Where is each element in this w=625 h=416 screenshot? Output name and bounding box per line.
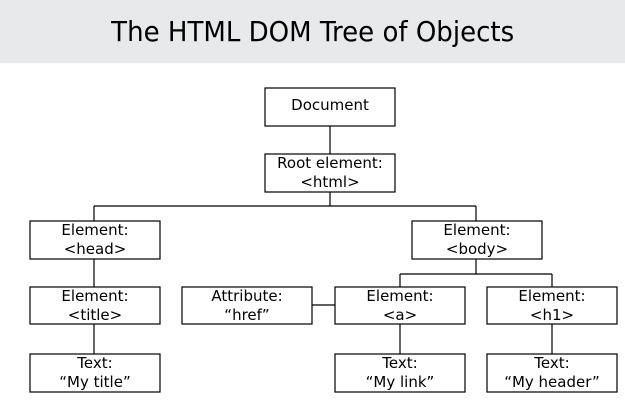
node-head-label: Element: [61, 221, 128, 239]
node-root-element-label: Root element: [277, 154, 383, 172]
node-link-text-box [334, 353, 466, 393]
node-title-text: Text: “My title” [29, 353, 161, 393]
node-attribute-label: Attribute: [211, 287, 282, 305]
node-a-label: Element: [366, 287, 433, 305]
node-h1: Element: <h1> [486, 286, 618, 325]
node-document-box [264, 87, 396, 127]
node-body: Element: <body> [411, 220, 543, 260]
node-body-box [411, 220, 543, 260]
node-a: Element: <a> [334, 286, 466, 325]
node-title: Element: <title> [29, 286, 161, 325]
node-header-text-box [486, 353, 618, 393]
node-link-text-value: “My link” [366, 373, 435, 391]
node-root-element-box [264, 153, 396, 193]
node-body-tag: <body> [446, 240, 508, 258]
node-attribute-value: “href” [224, 306, 269, 324]
node-header-text: Text: “My header” [486, 353, 618, 393]
page-title: The HTML DOM Tree of Objects [110, 15, 515, 48]
node-a-tag: <a> [383, 306, 417, 324]
node-link-text: Text: “My link” [334, 353, 466, 393]
node-title-box [29, 286, 161, 325]
node-title-text-box [29, 353, 161, 393]
node-link-text-label: Text: [381, 354, 417, 372]
node-title-text-label: Text: [76, 354, 112, 372]
node-root-element: Root element: <html> [264, 153, 396, 193]
node-a-box [334, 286, 466, 325]
node-attribute-box [181, 286, 313, 325]
node-h1-box [486, 286, 618, 325]
node-document: Document [264, 87, 396, 127]
tree-edges [93, 126, 553, 354]
node-title-tag: <title> [68, 306, 122, 324]
node-head-tag: <head> [64, 240, 127, 258]
node-title-text-value: “My title” [59, 373, 130, 391]
node-body-label: Element: [443, 221, 510, 239]
node-head-box [29, 220, 161, 260]
node-header-text-value: “My header” [504, 373, 600, 391]
node-header-text-label: Text: [533, 354, 569, 372]
node-head: Element: <head> [29, 220, 161, 260]
node-title-label: Element: [61, 287, 128, 305]
title-bar: The HTML DOM Tree of Objects [0, 0, 625, 63]
node-h1-label: Element: [518, 287, 585, 305]
node-h1-tag: <h1> [530, 306, 574, 324]
node-document-label: Document [291, 96, 369, 114]
node-root-element-tag: <html> [300, 173, 359, 191]
node-attribute: Attribute: “href” [181, 286, 313, 325]
